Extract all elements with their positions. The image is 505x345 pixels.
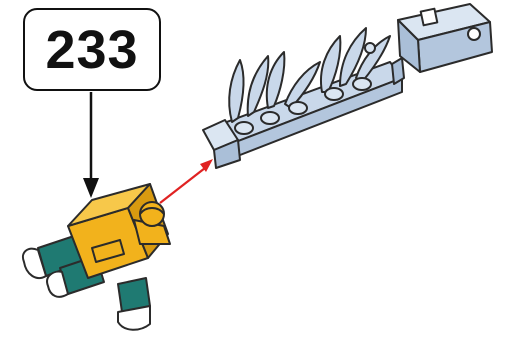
callout-arrow <box>83 92 99 198</box>
minifigure-icon <box>23 184 170 330</box>
attach-arrow <box>160 159 213 203</box>
accessory-part-icon <box>203 4 492 168</box>
